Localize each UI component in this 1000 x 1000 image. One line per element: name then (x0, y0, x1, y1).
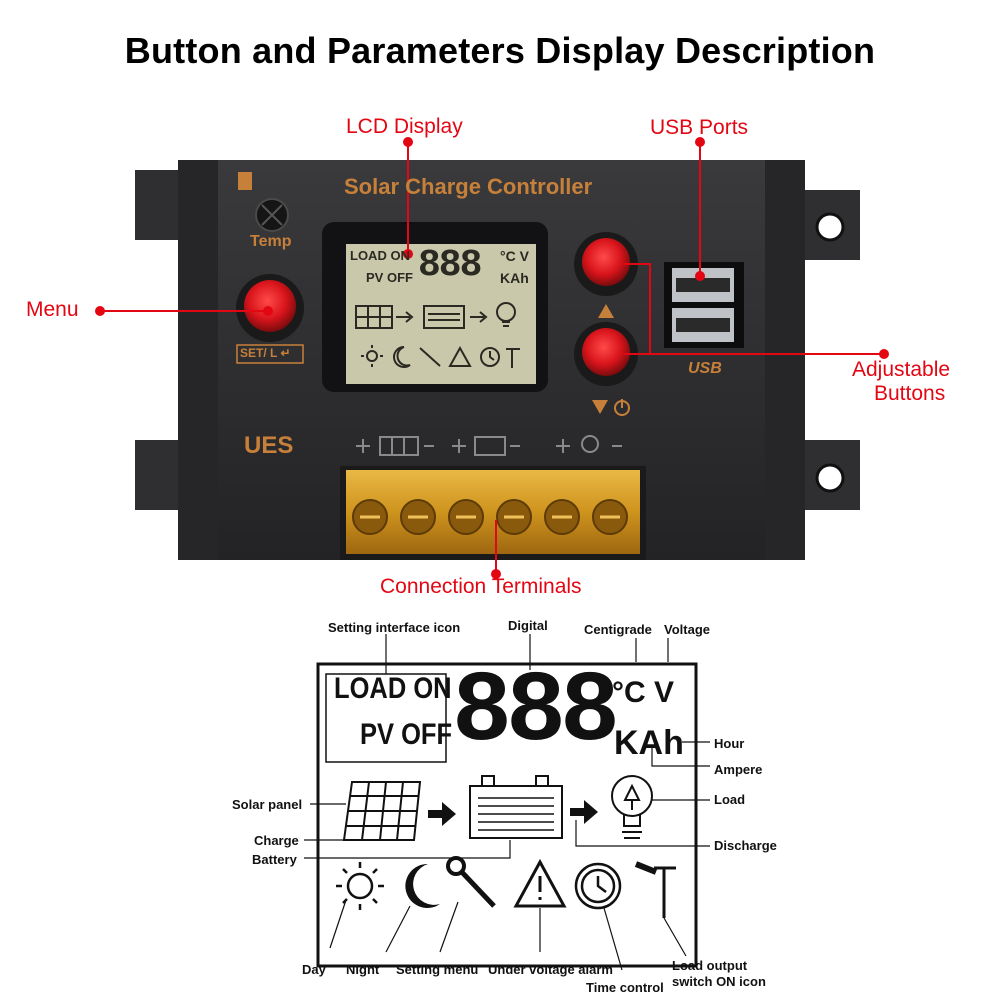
label-ampere: Ampere (714, 762, 763, 777)
label-voltage: Voltage (664, 622, 710, 637)
label-charge: Charge (254, 833, 299, 848)
lcd-load-on: LOAD ON (350, 248, 410, 263)
controller-illustration (95, 137, 889, 579)
label-load: Load (714, 792, 746, 807)
load-bulb-icon (611, 775, 653, 839)
solar-panel-icon (342, 781, 422, 841)
set-label: SET/ L ↵ (240, 346, 291, 360)
label-time-control: Time control (586, 980, 664, 995)
down-button-graphic (574, 322, 638, 386)
label-discharge: Discharge (714, 838, 777, 853)
diagram-digits: 888 (452, 657, 620, 770)
label-centigrade: Centigrade (584, 622, 652, 637)
lcd-pv-off: PV OFF (366, 270, 413, 285)
brand-label: UES (244, 432, 294, 459)
night-icon (405, 863, 440, 908)
charge-arrow-icon (428, 802, 456, 826)
callout-connection-terminals: Connection Terminals (380, 575, 582, 598)
label-battery: Battery (252, 852, 297, 867)
label-load-output-2: switch ON icon (672, 974, 766, 989)
usb-logo: USB (688, 360, 722, 377)
diagram-cv: °C V (612, 676, 675, 709)
page-title: Button and Parameters Display Descriptio… (124, 30, 876, 71)
battery-icon (469, 775, 563, 839)
time-control-icon (574, 862, 622, 910)
callout-menu: Menu (26, 298, 79, 321)
lcd-diagram (304, 634, 710, 971)
under-voltage-alarm-icon (513, 858, 567, 908)
label-day: Day (302, 962, 326, 977)
callout-usb-ports: USB Ports (650, 116, 749, 139)
label-setting-menu: Setting menu (396, 962, 479, 977)
lcd-cv: °C V (500, 248, 529, 264)
label-hour: Hour (714, 736, 745, 751)
label-solar-panel: Solar panel (232, 797, 303, 812)
label-setting-interface-icon: Setting interface icon (328, 620, 461, 635)
controller-header: Solar Charge Controller (344, 174, 593, 199)
temp-label: Temp (250, 233, 292, 250)
label-under-voltage-alarm: Under voltage alarm (488, 962, 613, 977)
label-digital: Digital (508, 618, 548, 633)
label-load-output-1: Load output (672, 958, 748, 973)
lcd-digits: 888 (418, 244, 482, 287)
diagram-kah: KAh (614, 724, 684, 762)
up-arrow-icon (598, 304, 614, 318)
diagram-load-on: LOAD ON (334, 672, 452, 705)
discharge-arrow-icon (570, 800, 598, 824)
day-icon (336, 862, 384, 910)
callout-lcd-display: LCD Display (346, 115, 463, 138)
down-arrow-icon (592, 400, 608, 414)
temp-sensor-icon (238, 172, 289, 232)
load-output-switch-icon (634, 861, 676, 918)
mounting-flange-right (800, 190, 860, 510)
label-night: Night (346, 962, 380, 977)
callout-adjustable-2: Buttons (874, 382, 946, 405)
up-button-graphic (574, 232, 638, 296)
callout-adjustable-1: Adjustable (852, 358, 951, 381)
lcd-kah: KAh (500, 270, 529, 286)
diagram-pv-off: PV OFF (360, 718, 453, 751)
